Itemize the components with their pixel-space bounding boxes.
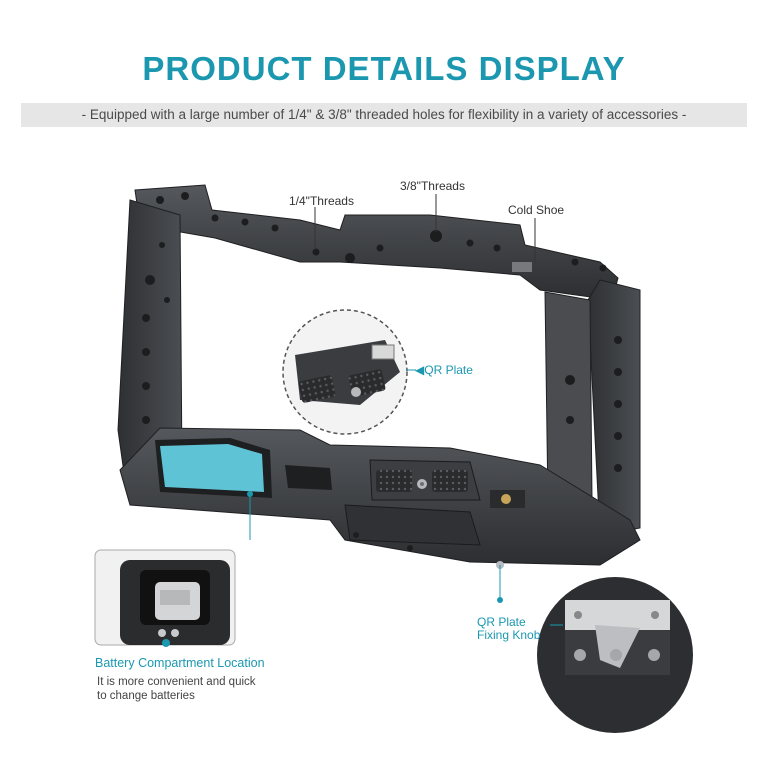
battery-window	[155, 438, 332, 540]
cold-shoe-label: Cold Shoe	[508, 203, 565, 217]
battery-compartment-desc-line1: It is more convenient and quick	[97, 676, 256, 688]
battery-compartment-title: Battery Compartment Location	[95, 656, 265, 670]
battery-compartment-photo	[94, 549, 236, 647]
fixing-knob-zoom	[537, 577, 693, 733]
cage-top-bar	[134, 184, 619, 301]
three-eighth-threads-label: 3/8"Threads	[400, 179, 465, 193]
subtitle-banner: - Equipped with a large number of 1/4" &…	[21, 103, 747, 127]
page-title: PRODUCT DETAILS DISPLAY	[142, 50, 626, 87]
qr-plate-knob-label-line2: Fixing Knob	[477, 628, 541, 642]
quarter-threads-label: 1/4"Threads	[289, 194, 354, 208]
qr-plate-label: ◀QR Plate	[415, 363, 473, 377]
qr-plate	[369, 459, 525, 603]
qr-plate-knob-label-line1: QR Plate	[477, 615, 526, 629]
qr-plate-zoom	[282, 309, 416, 435]
battery-compartment-desc-line2: to change batteries	[97, 690, 195, 702]
